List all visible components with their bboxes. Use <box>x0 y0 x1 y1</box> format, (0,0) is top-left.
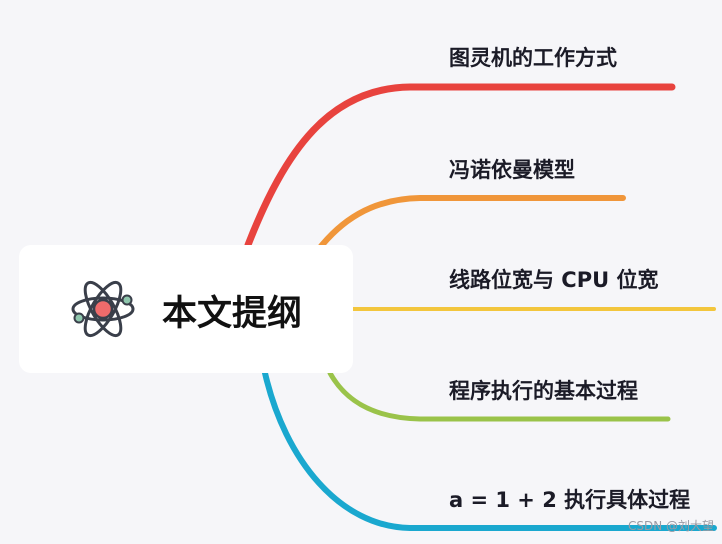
branch-label-3: 线路位宽与 CPU 位宽 <box>449 268 659 292</box>
atom-icon <box>71 280 135 338</box>
watermark: CSDN @刘大望 <box>627 519 714 533</box>
branch-label-1: 图灵机的工作方式 <box>449 46 617 70</box>
central-topic-title: 本文提纲 <box>162 294 303 334</box>
branch-connector-5 <box>262 370 717 531</box>
branch-label-4: 程序执行的基本过程 <box>449 379 638 403</box>
branch-connector-4 <box>327 370 671 422</box>
branch-connector-1 <box>244 83 676 249</box>
central-topic-card <box>19 245 353 373</box>
branch-label-5: a = 1 + 2 执行具体过程 <box>449 488 691 512</box>
branch-label-2: 冯诺依曼模型 <box>449 158 575 182</box>
branch-connector-2 <box>315 195 626 253</box>
